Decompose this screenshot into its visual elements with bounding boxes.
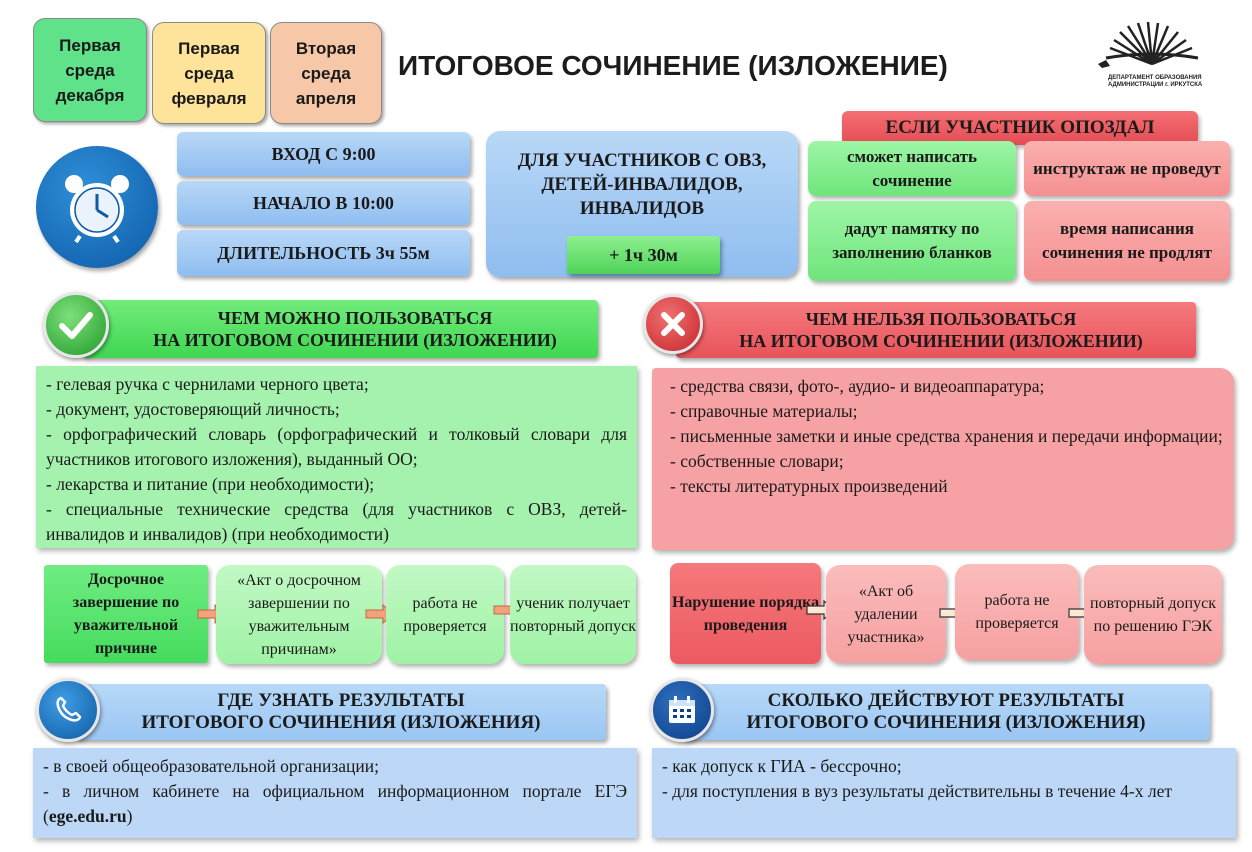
forbidden-header-line1: ЧЕМ НЕЛЬЗЯ ПОЛЬЗОВАТЬСЯ [805, 309, 1077, 329]
start-time: НАЧАЛО В 10:00 [177, 181, 470, 225]
department-logo: ДЕПАРТАМЕНТ ОБРАЗОВАНИЯ АДМИНИСТРАЦИИ г.… [1092, 20, 1212, 88]
results-valid-header-line1: СКОЛЬКО ДЕЙСТВУЮТ РЕЗУЛЬТАТЫ [767, 690, 1125, 711]
list-text: ) [126, 806, 133, 826]
forbidden-header-line2: НА ИТОГОВОМ СОЧИНЕНИИ (ИЗЛОЖЕНИИ) [739, 331, 1143, 351]
results-where-header: ГДЕ УЗНАТЬ РЕЗУЛЬТАТЫ ИТОГОВОГО СОЧИНЕНИ… [76, 684, 606, 740]
list-item: - как допуск к ГИА - бессрочно; [662, 756, 902, 776]
date-badge-april: Вторая среда апреля [270, 22, 382, 124]
list-item: - специальные технические средства (для … [46, 499, 627, 544]
violation-step-breach: Нарушение порядка проведения [670, 563, 821, 664]
list-item: - орфографический словарь (орфографическ… [46, 424, 627, 469]
list-item: - средства связи, фото-, аудио- и видеоа… [670, 376, 1045, 396]
results-where-list: - в своей общеобразовательной организаци… [33, 748, 637, 838]
list-item: - для поступления в вуз результаты дейст… [662, 781, 1172, 801]
early-step-label: Досрочное завершение по уважительной при… [72, 571, 180, 657]
late-header-label: ЕСЛИ УЧАСТНИК ОПОЗДАЛ [885, 117, 1155, 138]
late-can-write-label: сможет написать сочинение [846, 146, 978, 190]
forbidden-badge [643, 294, 703, 354]
violation-step-not-checked: работа не проверяется [955, 564, 1079, 660]
date-label: Вторая среда апреля [295, 38, 357, 108]
violation-step-label: повторный допуск по решению ГЭК [1090, 594, 1216, 635]
list-item: - справочные материалы; [670, 401, 858, 421]
duration: ДЛИТЕЛЬНОСТЬ 3ч 55м [177, 230, 470, 276]
violation-step-readmit: повторный допуск по решению ГЭК [1084, 565, 1222, 664]
late-no-briefing-label: инструктаж не проведут [1033, 158, 1221, 178]
late-header: ЕСЛИ УЧАСТНИК ОПОЗДАЛ [842, 111, 1198, 145]
list-item: - тексты литературных произведений [670, 476, 948, 496]
late-no-extend-label: время написания сочинения не продлят [1042, 219, 1212, 262]
open-book-logo-icon [1098, 21, 1199, 68]
ovz-extra-time: + 1ч 30м [567, 236, 720, 274]
allowed-badge [43, 292, 109, 358]
early-step-readmit: ученик получает повторный допуск [510, 565, 636, 664]
ege-portal-link[interactable]: ege.edu.ru [48, 806, 127, 826]
start-time-label: НАЧАЛО В 10:00 [253, 192, 394, 213]
allowed-list: - гелевая ручка с чернилами черного цвет… [36, 366, 637, 548]
late-memo: дадут памятку по заполнению бланков [808, 201, 1016, 281]
date-label: Первая среда февраля [171, 38, 247, 108]
allowed-header: ЧЕМ МОЖНО ПОЛЬЗОВАТЬСЯ НА ИТОГОВОМ СОЧИН… [82, 300, 598, 358]
results-valid-header-line2: ИТОГОВОГО СОЧИНЕНИЯ (ИЗЛОЖЕНИЯ) [746, 712, 1146, 733]
clock-badge [36, 146, 158, 268]
violation-step-act: «Акт об удалении участника» [826, 565, 946, 663]
alarm-clock-icon [65, 175, 129, 244]
forbidden-list: - средства связи, фото-, аудио- и видеоа… [652, 368, 1234, 550]
late-memo-label: дадут памятку по заполнению бланков [832, 219, 992, 262]
results-valid-badge [650, 678, 714, 742]
telephone-icon [56, 696, 82, 722]
late-can-write: сможет написать сочинение [808, 141, 1016, 196]
date-badge-february: Первая среда февраля [152, 22, 266, 124]
early-step-reason: Досрочное завершение по уважительной при… [44, 565, 208, 663]
ovz-text: ДЛЯ УЧАСТНИКОВ С ОВЗ, ДЕТЕЙ-ИНВАЛИДОВ, И… [517, 150, 767, 219]
cross-icon [661, 312, 685, 336]
allowed-header-line2: НА ИТОГОВОМ СОЧИНЕНИИ (ИЗЛОЖЕНИИ) [153, 330, 557, 350]
violation-step-label: работа не проверяется [975, 592, 1059, 632]
date-badge-december: Первая среда декабря [33, 18, 147, 122]
violation-step-label: «Акт об удалении участника» [847, 582, 925, 646]
date-label: Первая среда декабря [55, 35, 125, 105]
list-item: - документ, удостоверяющий личность; [46, 399, 340, 419]
results-where-header-line1: ГДЕ УЗНАТЬ РЕЗУЛЬТАТЫ [217, 690, 465, 711]
entry-time-label: ВХОД С 9:00 [271, 143, 376, 164]
early-step-not-checked: работа не проверяется [386, 565, 504, 664]
duration-label: ДЛИТЕЛЬНОСТЬ 3ч 55м [217, 242, 430, 263]
early-step-label: работа не проверяется [403, 594, 487, 635]
early-step-act: «Акт о досрочном завершении по уважитель… [216, 565, 382, 664]
logo-caption: ДЕПАРТАМЕНТ ОБРАЗОВАНИЯ АДМИНИСТРАЦИИ г.… [1108, 75, 1203, 88]
list-item: - в личном кабинете на официальном инфор… [43, 779, 627, 829]
allowed-header-line1: ЧЕМ МОЖНО ПОЛЬЗОВАТЬСЯ [217, 308, 493, 328]
forbidden-header: ЧЕМ НЕЛЬЗЯ ПОЛЬЗОВАТЬСЯ НА ИТОГОВОМ СОЧИ… [676, 302, 1196, 358]
violation-step-label: Нарушение порядка проведения [671, 593, 820, 634]
list-item: - гелевая ручка с чернилами черного цвет… [46, 374, 369, 394]
list-item: - в своей общеобразовательной организаци… [43, 756, 379, 776]
list-item: - лекарства и питание (при необходимости… [46, 474, 375, 494]
late-no-extend: время написания сочинения не продлят [1024, 201, 1230, 281]
early-step-label: ученик получает повторный допуск [510, 594, 636, 635]
entry-time: ВХОД С 9:00 [177, 132, 470, 176]
ovz-extra-label: + 1ч 30м [609, 244, 678, 265]
list-item: - собственные словари; [670, 451, 844, 471]
late-no-briefing: инструктаж не проведут [1024, 141, 1230, 196]
calendar-icon [669, 696, 695, 723]
list-item: - письменные заметки и иные средства хра… [670, 426, 1223, 446]
results-valid-list: - как допуск к ГИА - бессрочно; - для по… [652, 748, 1236, 838]
results-valid-header: СКОЛЬКО ДЕЙСТВУЮТ РЕЗУЛЬТАТЫ ИТОГОВОГО С… [682, 684, 1210, 740]
list-text: - в личном кабинете на официальном инфор… [43, 781, 627, 826]
checkmark-icon [59, 312, 93, 339]
page-title: ИТОГОВОЕ СОЧИНЕНИЕ (ИЗЛОЖЕНИЕ) [398, 50, 948, 81]
results-where-badge [36, 678, 100, 742]
results-where-header-line2: ИТОГОВОГО СОЧИНЕНИЯ (ИЗЛОЖЕНИЯ) [141, 712, 541, 733]
early-step-label: «Акт о досрочном завершении по уважитель… [237, 571, 361, 658]
